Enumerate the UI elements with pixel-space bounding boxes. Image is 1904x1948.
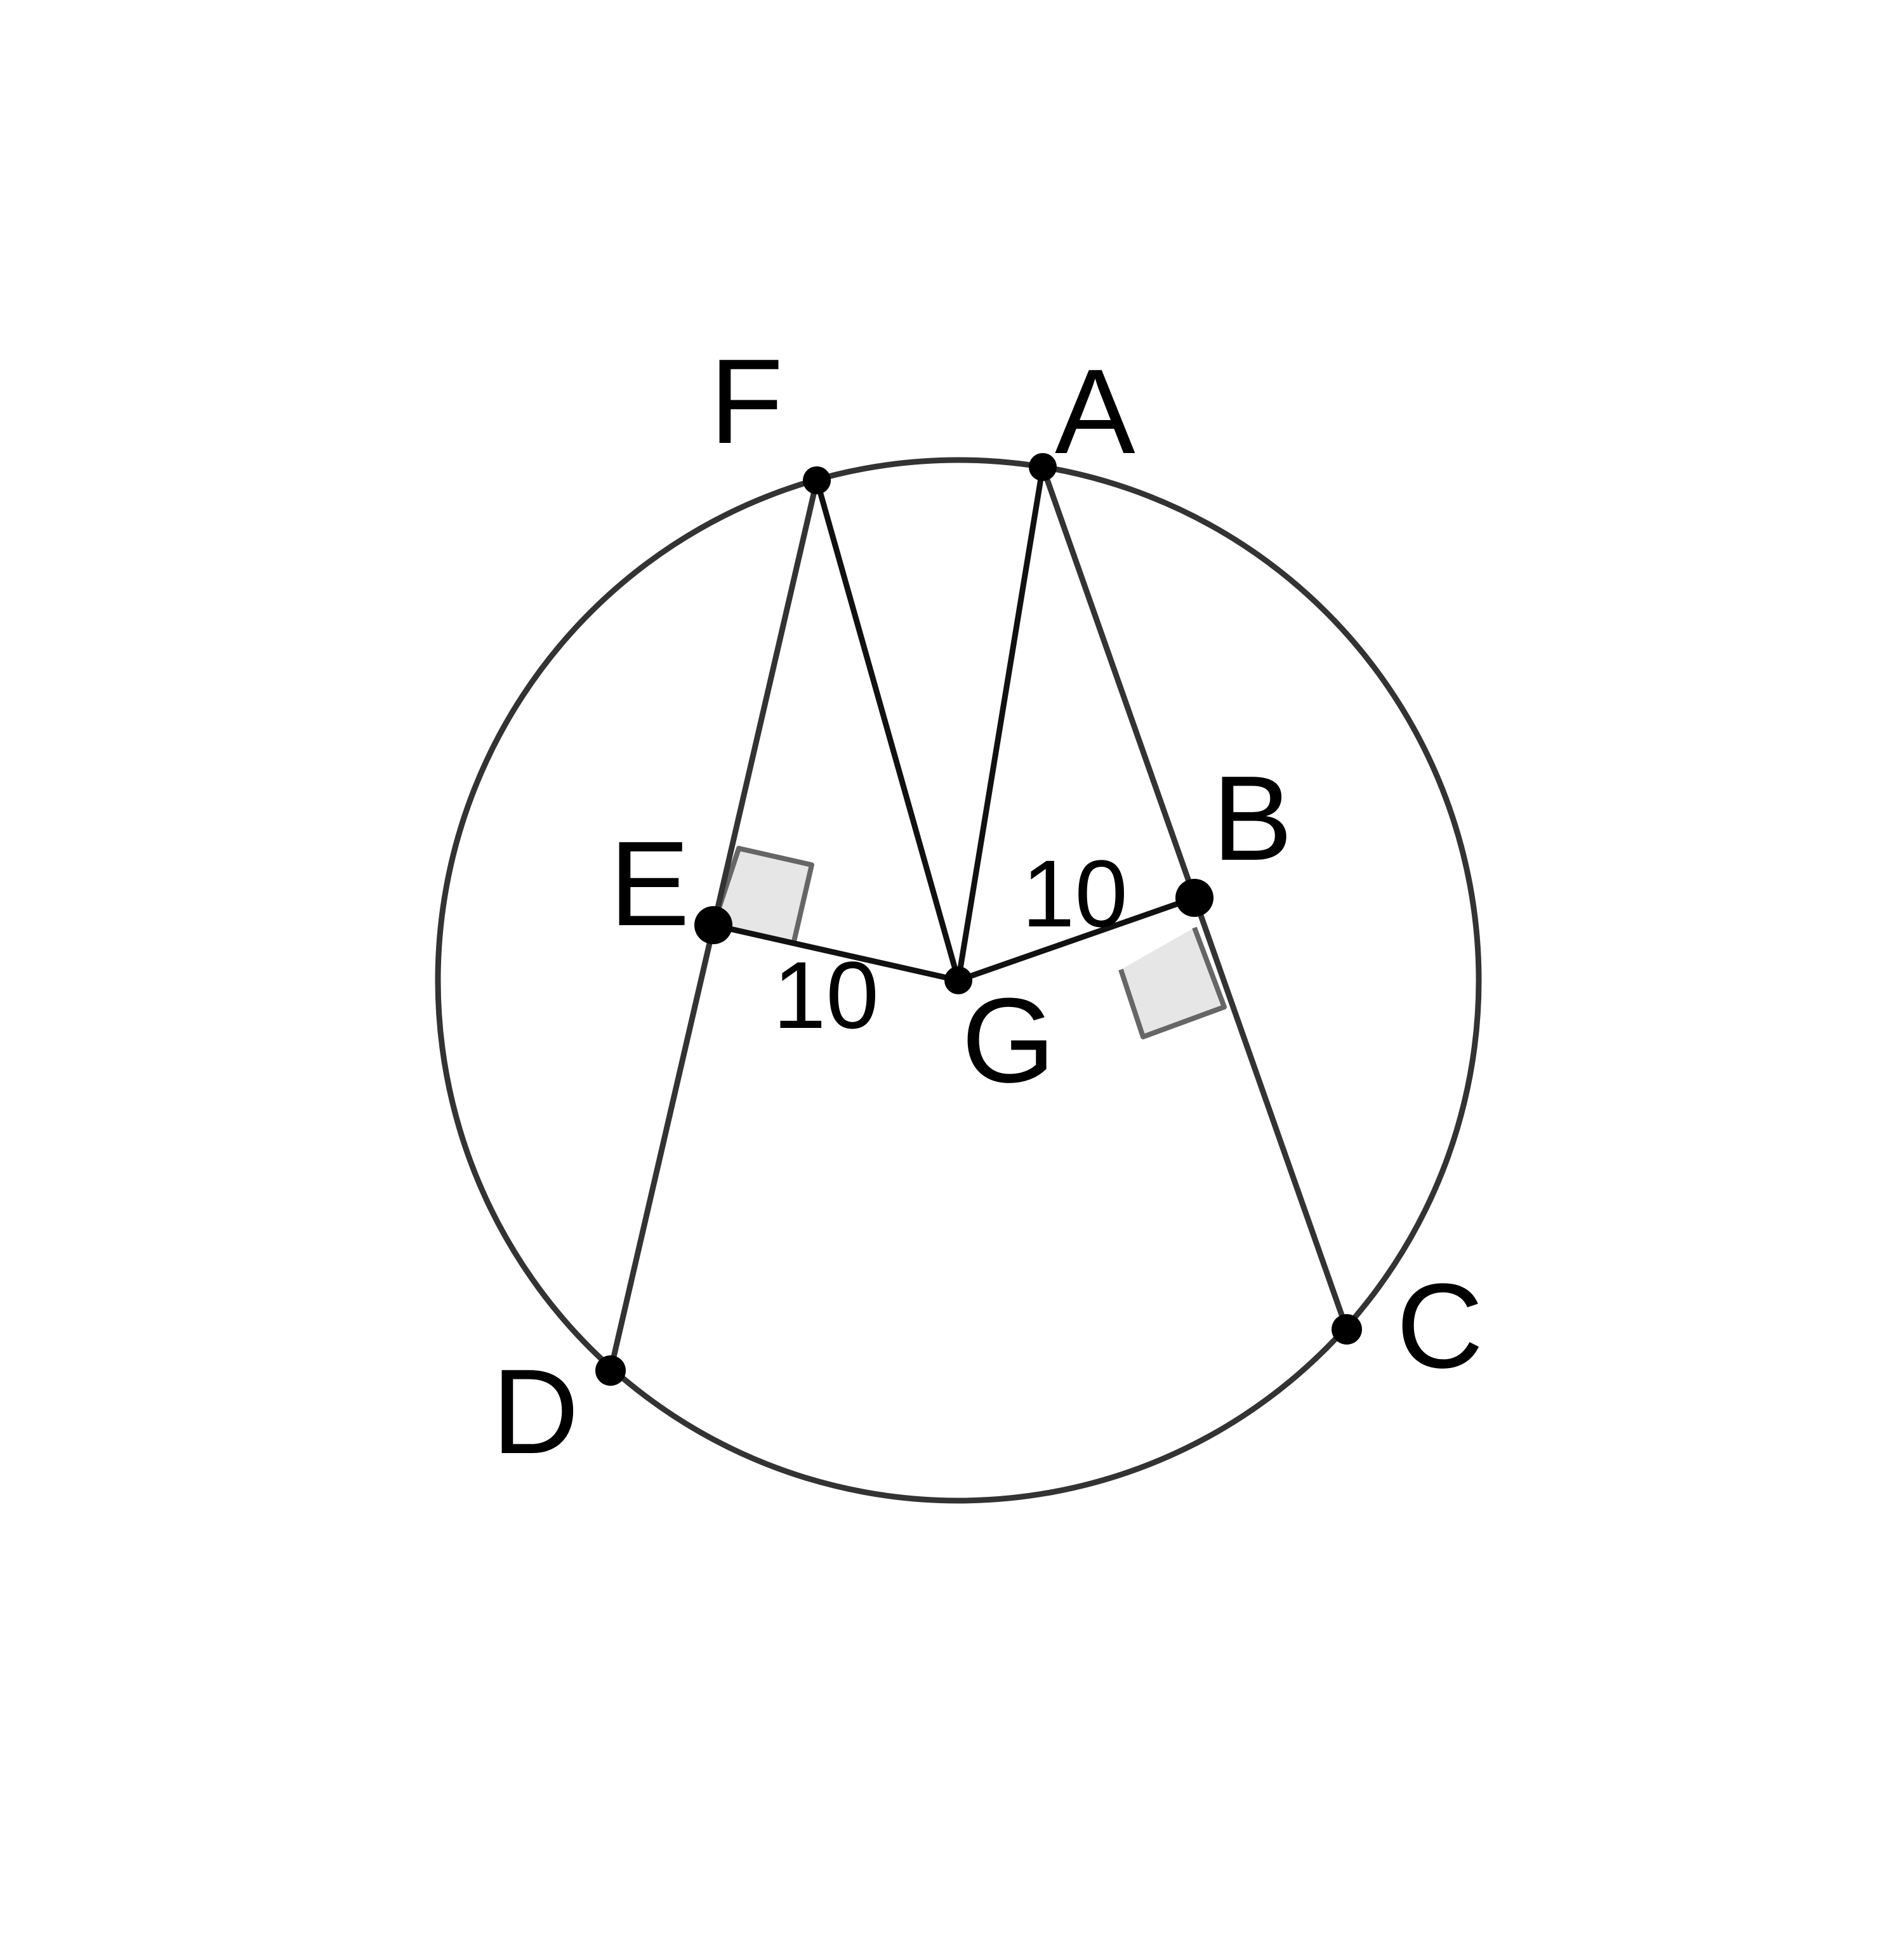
label-a: A xyxy=(1055,345,1135,479)
right-angle-marker-e xyxy=(711,846,814,945)
point-b xyxy=(1175,879,1213,917)
segment-ag xyxy=(955,466,1046,981)
length-label-gb: 10 xyxy=(1022,840,1128,947)
point-g xyxy=(944,966,972,994)
point-c xyxy=(1332,1314,1362,1345)
length-label-eg: 10 xyxy=(773,942,879,1048)
point-d xyxy=(595,1355,626,1386)
point-f xyxy=(803,466,831,494)
right-angle-marker-b xyxy=(1118,926,1227,1039)
segment-gb xyxy=(957,895,1196,984)
label-b: B xyxy=(1212,751,1293,886)
label-d: D xyxy=(492,1345,579,1479)
label-f: F xyxy=(710,334,783,469)
point-e xyxy=(694,906,732,944)
segment-fg xyxy=(814,479,962,982)
point-a xyxy=(1029,453,1057,481)
label-c: C xyxy=(1396,1259,1483,1393)
circle-g xyxy=(435,457,1482,1504)
segment-eg xyxy=(713,922,959,984)
label-g: G xyxy=(962,973,1055,1108)
label-e: E xyxy=(609,817,690,951)
